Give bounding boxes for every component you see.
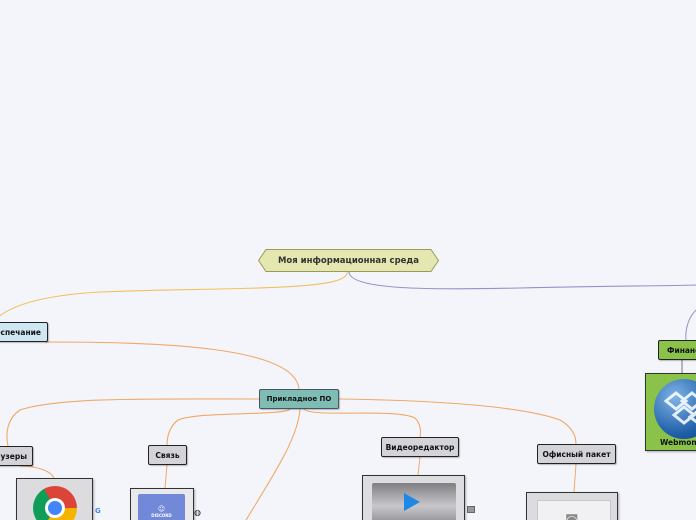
link-applied-communication — [166, 408, 291, 446]
discord-logo-text: DISCORD — [151, 513, 172, 518]
topic-office-suite-label: Офисный пакет — [542, 449, 611, 459]
link-applied-browsers — [6, 398, 263, 447]
video-attachment-icon — [467, 506, 475, 513]
google-g-icon: G — [95, 507, 101, 515]
topic-browsers-label: узеры — [0, 451, 27, 461]
office-preview: ◙ — [537, 500, 611, 520]
communication-image-card[interactable]: ☺ DISCORD — [130, 488, 194, 520]
chrome-logo-icon — [33, 486, 77, 520]
link-root-right — [348, 271, 696, 290]
topic-office-suite[interactable]: Офисный пакет — [537, 444, 616, 464]
link-applied-down — [245, 408, 301, 520]
webmoney-logo-icon — [654, 379, 696, 439]
link-software-applied — [44, 341, 300, 390]
video-preview — [372, 483, 456, 520]
topic-finance[interactable]: Финанс — [658, 340, 696, 360]
globe-icon: ◍ — [194, 508, 201, 517]
root-topic[interactable]: Моя информационная среда — [258, 249, 439, 272]
link-applied-office — [337, 398, 577, 445]
topic-video-editor[interactable]: Видеоредактор — [381, 437, 459, 457]
play-icon — [404, 493, 420, 511]
topic-video-editor-label: Видеоредактор — [385, 442, 455, 452]
topic-software[interactable]: еспечание — [0, 322, 48, 342]
root-topic-label: Моя информационная среда — [277, 255, 420, 266]
office-image-card[interactable]: ◙ — [526, 492, 618, 520]
topic-applied-software-label: Прикладное ПО — [266, 395, 332, 403]
topic-communication-label: Связь — [155, 450, 180, 460]
topic-communication[interactable]: Связь — [148, 445, 187, 465]
link-browsers-image — [19, 465, 55, 479]
link-communication-image — [164, 464, 168, 489]
link-video-image — [417, 456, 421, 476]
topic-browsers[interactable]: узеры — [0, 446, 33, 466]
link-office-image — [573, 463, 577, 493]
topic-software-label: еспечание — [0, 327, 41, 337]
link-root-software — [0, 271, 348, 317]
video-editor-image-card[interactable] — [362, 475, 465, 520]
discord-logo-icon: ☺ DISCORD — [138, 494, 185, 520]
topic-applied-software[interactable]: Прикладное ПО — [259, 389, 339, 409]
topic-finance-label: Финанс — [667, 345, 696, 355]
webmoney-label: Webmone — [660, 438, 696, 447]
link-finance — [685, 309, 696, 341]
link-applied-video — [303, 408, 422, 438]
browser-image-card[interactable] — [16, 478, 93, 520]
camera-icon: ◙ — [565, 514, 579, 520]
root-topic-shape — [258, 249, 439, 272]
webmoney-image-card[interactable]: Webmone — [645, 373, 696, 451]
